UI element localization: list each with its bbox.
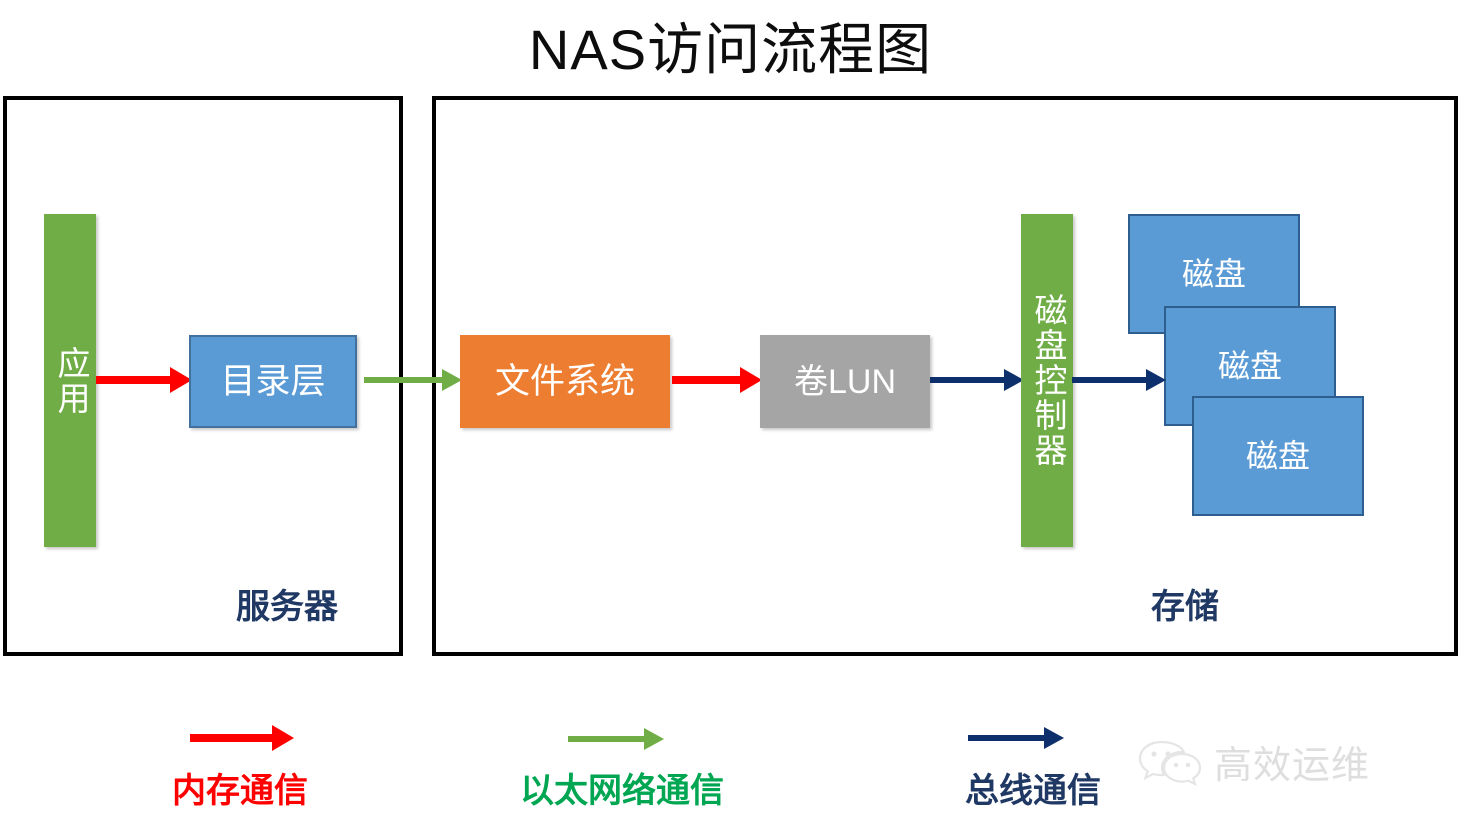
node-disk-label: 磁盘 — [1217, 348, 1282, 384]
node-disk-label: 磁盘 — [1245, 438, 1310, 474]
arrow-head-icon — [1146, 369, 1166, 391]
panel-storage-label: 存储 — [1151, 589, 1219, 626]
legend-arrow-ethernet — [568, 726, 664, 752]
arrow-head-icon — [170, 367, 192, 393]
arrow-shaft — [568, 736, 644, 742]
legend-arrow-memory — [190, 725, 294, 751]
node-disk[interactable]: 磁盘 — [1192, 396, 1364, 516]
node-disk-label: 磁盘 — [1181, 256, 1246, 292]
legend-label-ethernet: 以太网络通信 — [520, 773, 724, 810]
node-application[interactable]: 应用 — [44, 214, 96, 547]
arrow-head-icon — [1044, 727, 1064, 749]
watermark-text: 高效运维 — [1214, 744, 1371, 787]
node-volume-lun[interactable]: 卷LUN — [760, 335, 930, 428]
node-directory-layer-label: 目录层 — [220, 361, 326, 401]
arrow-shaft — [930, 377, 1004, 383]
arrow-app-to-directory — [96, 367, 192, 393]
watermark: 高效运维 — [1138, 738, 1370, 793]
arrow-shaft — [364, 377, 442, 383]
node-disk-controller-label: 磁盘控制器 — [1029, 293, 1065, 468]
arrow-head-icon — [644, 728, 664, 750]
legend-label-bus: 总线通信 — [965, 773, 1101, 810]
arrow-shaft — [968, 735, 1044, 741]
panel-server-label: 服务器 — [236, 589, 338, 626]
wechat-icon — [1138, 738, 1204, 793]
legend-arrow-bus — [968, 725, 1064, 751]
node-file-system-label: 文件系统 — [494, 361, 635, 401]
arrow-lun-to-controller — [930, 369, 1024, 391]
node-file-system[interactable]: 文件系统 — [460, 335, 670, 428]
node-volume-lun-label: 卷LUN — [793, 362, 897, 401]
arrow-shaft — [96, 376, 170, 384]
arrow-shaft — [1072, 377, 1146, 383]
arrow-head-icon — [740, 367, 762, 393]
page-title: NAS访问流程图 — [528, 18, 933, 81]
arrow-controller-to-disks — [1072, 369, 1166, 391]
arrow-shaft — [190, 734, 272, 742]
arrow-head-icon — [442, 369, 462, 391]
arrow-directory-to-filesystem — [364, 369, 462, 391]
arrow-shaft — [672, 376, 740, 384]
legend-label-memory: 内存通信 — [172, 773, 308, 810]
arrow-head-icon — [272, 725, 294, 751]
node-directory-layer[interactable]: 目录层 — [189, 335, 357, 428]
arrow-filesystem-to-lun — [672, 367, 762, 393]
node-application-label: 应用 — [52, 345, 88, 416]
arrow-head-icon — [1004, 369, 1024, 391]
node-disk-controller[interactable]: 磁盘控制器 — [1021, 214, 1073, 547]
